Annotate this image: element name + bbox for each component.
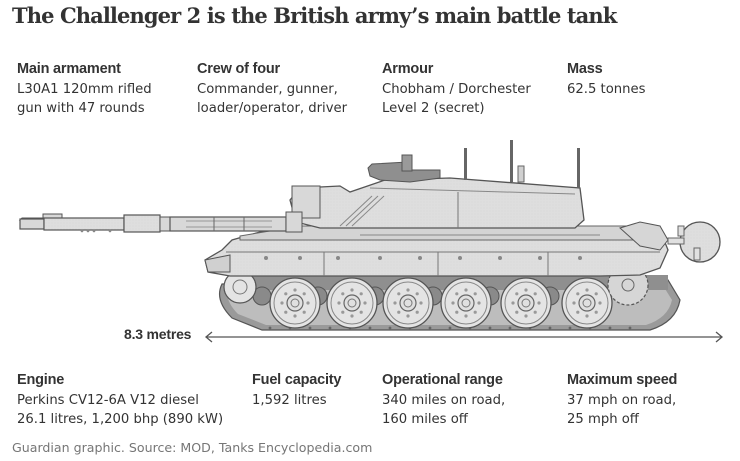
arrow-left-icon — [204, 331, 213, 343]
spec-engine: Engine Perkins CV12-6A V12 diesel 26.1 l… — [17, 371, 223, 430]
arrow-right-icon — [715, 331, 724, 343]
spec-label: Main armament — [17, 61, 121, 77]
length-dimension-label: 8.3 metres — [124, 326, 192, 342]
spec-value: 37 mph on road, — [567, 392, 677, 408]
spec-value: Commander, gunner, — [197, 81, 338, 97]
spec-operational-range: Operational range 340 miles on road, 160… — [382, 371, 505, 430]
spec-value: Perkins CV12-6A V12 diesel — [17, 392, 199, 408]
spec-value: 62.5 tonnes — [567, 81, 646, 97]
spec-crew: Crew of four Commander, gunner, loader/o… — [197, 60, 347, 119]
spec-value: Chobham / Dorchester — [382, 81, 531, 97]
spec-label: Engine — [17, 372, 65, 388]
spec-label: Crew of four — [197, 61, 280, 77]
spec-fuel-capacity: Fuel capacity 1,592 litres — [252, 371, 341, 410]
spec-label: Fuel capacity — [252, 372, 342, 388]
spec-value: 340 miles on road, — [382, 392, 506, 408]
spec-mass: Mass 62.5 tonnes — [567, 60, 646, 99]
spec-main-armament: Main armament L30A1 120mm rifled gun wit… — [17, 60, 152, 119]
spec-value: loader/operator, driver — [197, 101, 348, 116]
spec-armour: Armour Chobham / Dorchester Level 2 (sec… — [382, 60, 531, 119]
spec-label: Mass — [567, 61, 603, 77]
spec-value: gun with 47 rounds — [17, 101, 145, 116]
spec-value: 25 mph off — [567, 412, 639, 427]
spec-label: Maximum speed — [567, 372, 678, 388]
spec-label: Operational range — [382, 372, 503, 388]
graphic-title: The Challenger 2 is the British army’s m… — [12, 3, 617, 28]
source-credit: Guardian graphic. Source: MOD, Tanks Enc… — [12, 440, 373, 455]
tank-illustration — [18, 140, 724, 343]
spec-value: Level 2 (secret) — [382, 101, 485, 116]
spec-maximum-speed: Maximum speed 37 mph on road, 25 mph off — [567, 371, 677, 430]
spec-value: 160 miles off — [382, 412, 468, 427]
spec-label: Armour — [382, 61, 434, 77]
spec-value: L30A1 120mm rifled — [17, 81, 152, 97]
spec-value: 26.1 litres, 1,200 bhp (890 kW) — [17, 412, 224, 427]
spec-value: 1,592 litres — [252, 392, 327, 408]
